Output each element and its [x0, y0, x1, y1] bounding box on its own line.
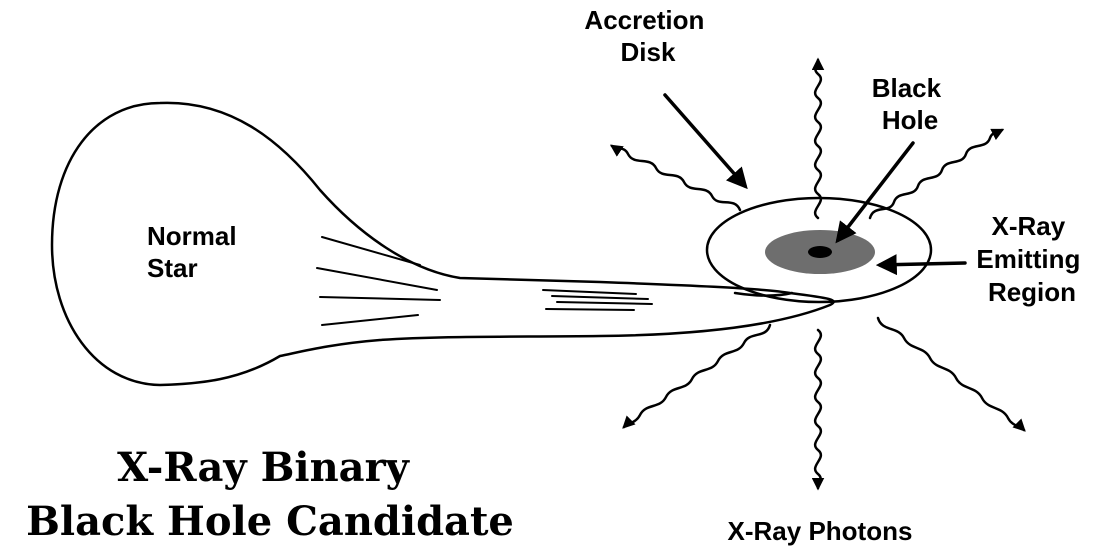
wavy-photon-arrow-icon: [624, 325, 770, 427]
wavy-photon-arrow-icon: [815, 330, 821, 488]
accretion-disk-label: Accretion Disk: [584, 5, 711, 67]
x-ray-photons-label: X-Ray Photons: [728, 516, 913, 546]
black-hole-label: Black Hole: [872, 73, 949, 135]
photon-arrows: [612, 60, 1024, 488]
emitting-region-pointer-icon: [880, 263, 965, 265]
black-hole-pointer-icon: [838, 143, 913, 240]
diagram-title: X-Ray Binary Black Hole Candidate: [26, 444, 514, 545]
wavy-photon-arrow-icon: [878, 318, 1024, 430]
black-hole-shape: [808, 246, 832, 258]
normal-star-label: Normal Star: [147, 221, 244, 283]
wavy-photon-arrow-icon: [612, 146, 740, 210]
accretion-disk-pointer-icon: [665, 95, 745, 186]
wavy-photon-arrow-icon: [815, 60, 821, 218]
x-ray-emitting-region-label: X-Ray Emitting Region: [976, 211, 1087, 307]
